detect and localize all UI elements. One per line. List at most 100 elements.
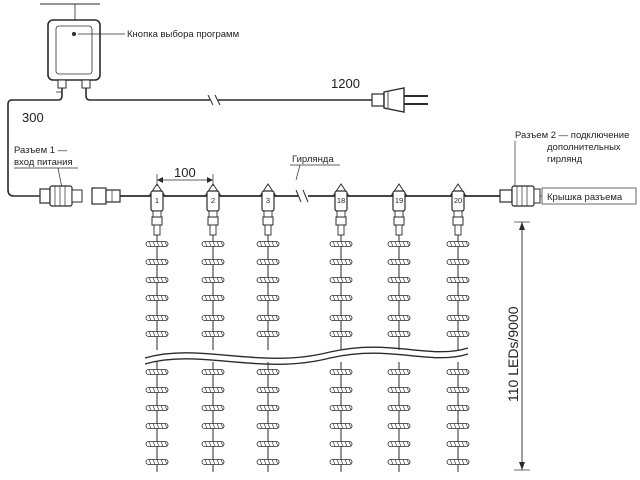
led-icon (446, 241, 470, 247)
led-icon (201, 259, 225, 265)
led-strand (387, 235, 411, 472)
branch-connector: 1 (148, 183, 166, 236)
led-icon (201, 387, 225, 393)
spacing-label: 100 (174, 165, 196, 180)
led-icon (145, 315, 169, 321)
led-icon (256, 387, 280, 393)
connector1-label-line2: вход питания (14, 157, 73, 168)
branch-connector: 20 (449, 183, 467, 236)
branch-number: 2 (211, 196, 215, 205)
controller-box (47, 19, 101, 89)
garland-input-connector-icon (91, 187, 121, 205)
led-icon (387, 241, 411, 247)
led-icon (329, 459, 353, 465)
led-icon (145, 441, 169, 447)
led-icon (446, 423, 470, 429)
power-cable (85, 88, 210, 101)
led-icon (256, 295, 280, 301)
branch-connector: 2 (204, 183, 222, 236)
break-line (144, 346, 469, 359)
led-icon (329, 277, 353, 283)
connector-2-icon (499, 185, 541, 207)
led-icon (446, 441, 470, 447)
led-icon (256, 259, 280, 265)
led-icon (387, 387, 411, 393)
cap-label: Крышка разъема (547, 192, 623, 203)
led-icon (256, 423, 280, 429)
branch-number: 20 (454, 196, 462, 205)
led-icon (387, 259, 411, 265)
branch-connector: 3 (259, 183, 277, 236)
led-strand (256, 235, 280, 472)
connector2-label-line2: дополнительных (547, 142, 621, 153)
led-icon (145, 259, 169, 265)
led-icon (201, 295, 225, 301)
led-icon (145, 423, 169, 429)
led-icon (446, 277, 470, 283)
output-cable (7, 88, 63, 197)
garland-label: Гирлянда (292, 154, 334, 165)
led-icon (387, 459, 411, 465)
led-icon (446, 405, 470, 411)
branch-connector: 18 (332, 183, 350, 236)
break-line (144, 352, 469, 365)
height-label: 110 LEDs/9000 (505, 306, 521, 402)
led-icon (329, 441, 353, 447)
led-icon (387, 295, 411, 301)
led-icon (446, 369, 470, 375)
led-strand (446, 235, 470, 472)
program-button-icon (72, 32, 76, 36)
led-icon (145, 459, 169, 465)
led-icon (201, 459, 225, 465)
led-icon (201, 315, 225, 321)
led-icon (446, 459, 470, 465)
power-plug-icon (371, 87, 428, 113)
led-icon (329, 295, 353, 301)
led-icon (329, 369, 353, 375)
led-icon (387, 369, 411, 375)
connector-1-icon (39, 185, 83, 207)
branch-number: 19 (395, 196, 403, 205)
connector2-label-line1: Разъем 2 — подключение (515, 130, 629, 141)
led-strand (329, 235, 353, 472)
branch-connector: 19 (390, 183, 408, 236)
led-icon (256, 369, 280, 375)
led-icon (145, 405, 169, 411)
led-icon (145, 241, 169, 247)
top-label-fragment (40, 3, 100, 20)
cable-length-300: 300 (22, 110, 44, 125)
led-icon (329, 423, 353, 429)
led-icon (201, 441, 225, 447)
led-strand (201, 235, 225, 472)
led-icon (387, 277, 411, 283)
led-icon (387, 441, 411, 447)
led-icon (145, 295, 169, 301)
led-icon (201, 423, 225, 429)
led-icon (145, 331, 169, 337)
connector1-label-line1: Разъем 1 — (14, 145, 68, 156)
led-icon (387, 331, 411, 337)
led-icon (256, 315, 280, 321)
led-icon (256, 405, 280, 411)
led-icon (145, 369, 169, 375)
led-icon (446, 295, 470, 301)
led-icon (329, 331, 353, 337)
led-icon (256, 441, 280, 447)
led-icon (201, 405, 225, 411)
led-icon (256, 331, 280, 337)
led-icon (256, 277, 280, 283)
led-icon (329, 387, 353, 393)
led-icon (256, 459, 280, 465)
led-icon (145, 387, 169, 393)
led-icon (256, 241, 280, 247)
program-button-label: Кнопка выбора программ (127, 29, 239, 40)
led-icon (329, 241, 353, 247)
led-strand (145, 235, 169, 472)
led-icon (145, 277, 169, 283)
led-icon (387, 405, 411, 411)
branch-number: 1 (155, 196, 159, 205)
cable-length-1200: 1200 (331, 76, 360, 91)
led-icon (329, 405, 353, 411)
branch-number: 3 (266, 196, 270, 205)
